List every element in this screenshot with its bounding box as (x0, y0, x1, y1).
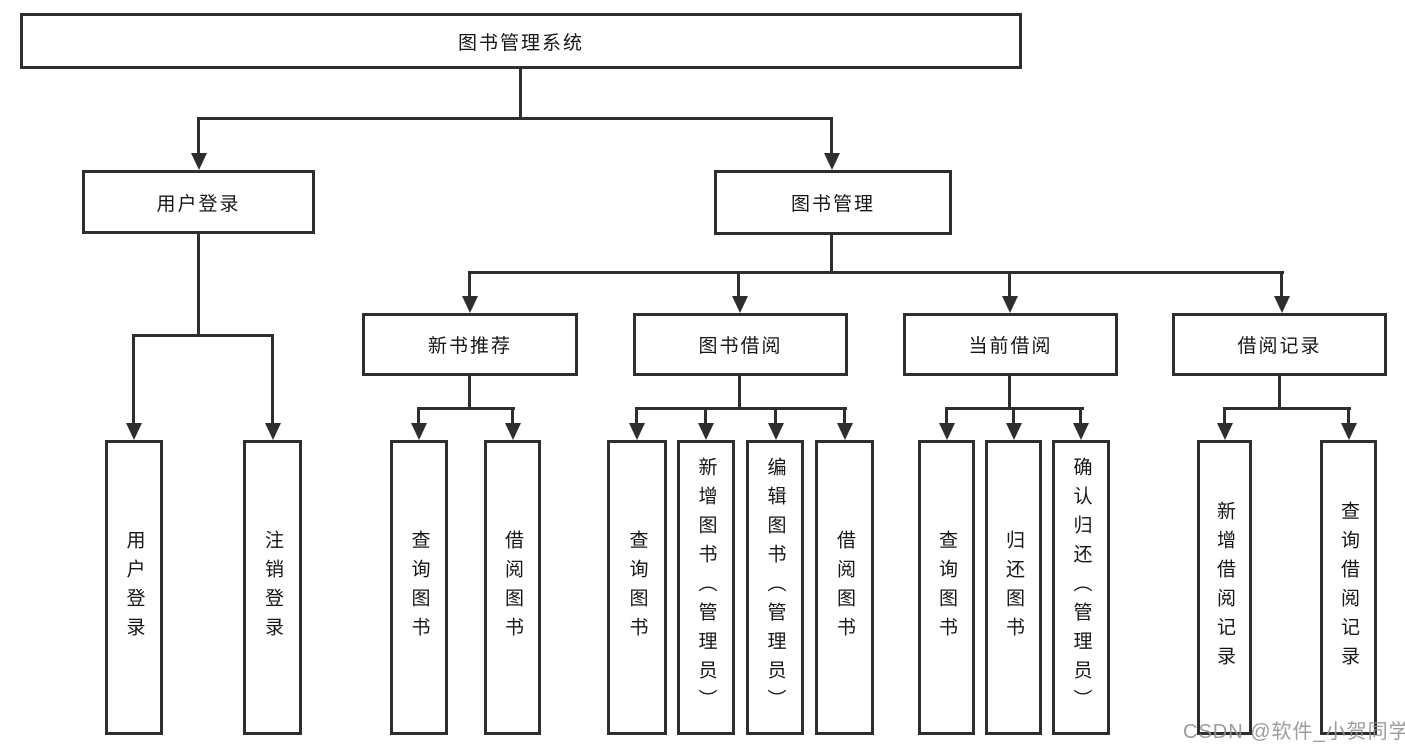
connector-line (830, 233, 833, 274)
connector-line (1223, 407, 1351, 410)
arrow-down-icon (264, 423, 281, 440)
connector-line (738, 376, 741, 409)
connector-line (945, 407, 948, 425)
connector-line (197, 117, 833, 120)
connector-line (511, 407, 514, 425)
node-library-management-system: 图书管理系统 (20, 13, 1022, 69)
arrow-down-icon (125, 423, 142, 440)
leaf-user-login: 用户登录 (105, 440, 163, 735)
connector-line (197, 117, 200, 156)
connector-line (468, 271, 471, 299)
connector-line (635, 407, 638, 425)
connector-line (1012, 407, 1015, 425)
arrow-down-icon (1001, 296, 1018, 313)
leaf-query-books-borrowing: 查询图书 (607, 440, 667, 735)
connector-line (417, 407, 515, 410)
connector-line (843, 407, 846, 425)
connector-line (635, 407, 847, 410)
connector-line (1347, 407, 1350, 425)
leaf-query-borrow-record: 查询借阅记录 (1320, 440, 1377, 735)
leaf-borrow-books-recommend: 借阅图书 (484, 440, 541, 735)
arrow-down-icon (628, 423, 645, 440)
arrow-down-icon (190, 153, 207, 170)
connector-line (774, 407, 777, 425)
arrow-down-icon (1216, 423, 1233, 440)
connector-line (271, 334, 274, 426)
arrow-down-icon (938, 423, 955, 440)
connector-line (1223, 407, 1226, 425)
connector-line (1280, 271, 1283, 299)
arrow-down-icon (1340, 423, 1357, 440)
connector-line (468, 271, 1284, 274)
leaf-add-borrow-record: 新增借阅记录 (1197, 440, 1252, 735)
connector-line (468, 376, 471, 409)
arrow-down-icon (836, 423, 853, 440)
node-borrowing-records: 借阅记录 (1172, 313, 1387, 376)
arrow-down-icon (731, 296, 748, 313)
connector-line (1008, 271, 1011, 299)
node-user-login: 用户登录 (82, 170, 315, 234)
leaf-confirm-return-admin: 确认归还（管理员） (1052, 440, 1110, 735)
leaf-add-books-admin: 新增图书（管理员） (677, 440, 735, 735)
leaf-query-books-recommend: 查询图书 (390, 440, 448, 735)
connector-line (830, 117, 833, 156)
leaf-borrow-books: 借阅图书 (815, 440, 874, 735)
node-book-management: 图书管理 (714, 170, 952, 235)
connector-line (1278, 376, 1281, 409)
leaf-logout: 注销登录 (243, 440, 302, 735)
arrow-down-icon (1005, 423, 1022, 440)
node-current-borrowing: 当前借阅 (903, 313, 1118, 376)
connector-line (737, 271, 740, 299)
leaf-query-books-current: 查询图书 (918, 440, 975, 735)
connector-line (704, 407, 707, 425)
node-book-borrowing: 图书借阅 (633, 313, 848, 376)
arrow-down-icon (767, 423, 784, 440)
leaf-return-books: 归还图书 (985, 440, 1042, 735)
arrow-down-icon (1072, 423, 1089, 440)
arrow-down-icon (461, 296, 478, 313)
connector-line (197, 233, 200, 337)
connector-line (417, 407, 420, 425)
node-new-book-recommendation: 新书推荐 (362, 313, 578, 376)
arrow-down-icon (504, 423, 521, 440)
connector-line (519, 69, 522, 120)
arrow-down-icon (410, 423, 427, 440)
connector-line (132, 334, 135, 426)
connector-line (132, 334, 274, 337)
leaf-edit-books-admin: 编辑图书（管理员） (746, 440, 804, 735)
arrow-down-icon (823, 153, 840, 170)
arrow-down-icon (697, 423, 714, 440)
connector-line (1079, 407, 1082, 425)
csdn-watermark: CSDN @软件_小贺同学 (1183, 721, 1405, 743)
arrow-down-icon (1273, 296, 1290, 313)
connector-line (1008, 376, 1011, 409)
